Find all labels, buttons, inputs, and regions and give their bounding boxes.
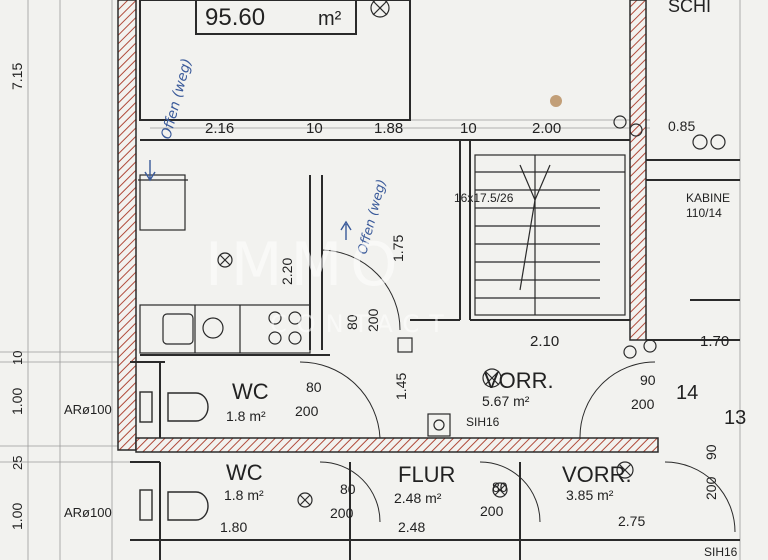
door14-height: 200 [631,396,655,412]
vorr1-name: VORR. [484,368,554,393]
vorr2-name: VORR. [562,462,632,487]
kabine-size: 110/14 [686,206,722,220]
svg-text:25: 25 [10,456,25,470]
svg-text:2.00: 2.00 [532,120,561,137]
flur-area: 2.48 m² [394,490,442,506]
wc2-door-height: 200 [330,505,354,521]
left-dimensions: 7.15 10 1.00 25 1.00 [9,63,25,530]
staircase [474,154,626,316]
flur-name: FLUR [398,462,455,487]
shaft-symbols [397,115,726,437]
interior-wall-horizontal [135,437,659,453]
kitchen-counter [138,174,311,354]
flur-width: 2.48 [398,519,425,535]
wc1-name: WC [232,379,269,404]
door-swings [299,249,736,533]
room-number-13: 13 [724,407,746,429]
area-box [195,0,357,35]
sih-bottom: SIH16 [704,545,738,559]
vorr2-width: 2.75 [618,513,645,529]
top-right-label: SCHI [668,0,711,16]
svg-text:1.00: 1.00 [9,503,25,530]
total-area: 95.60 [205,4,265,31]
wc2-width: 1.80 [220,519,247,535]
room13-door-width: 90 [703,444,719,460]
room-number-14: 14 [676,382,698,404]
wc2-door-width: 80 [340,481,356,497]
wc1-door-width: 80 [306,379,322,395]
vorr1-area: 5.67 m² [482,393,530,409]
handwritten-arrow [144,160,156,182]
wc1-door-height: 200 [295,403,319,419]
flur-door-height: 200 [480,503,504,519]
paper-stain [550,95,562,107]
svg-text:0.85: 0.85 [668,118,695,134]
total-area-unit: m² [318,8,342,30]
svg-text:10: 10 [10,351,25,365]
svg-text:7.15: 7.15 [9,63,25,90]
door-height-200: 200 [365,308,381,332]
watermark-immo: IMMO [205,230,405,300]
svg-text:1.00: 1.00 [9,388,25,415]
door14-width: 90 [640,372,656,388]
kitchen-height: 2.20 [279,258,295,285]
vorr1-sih: SIH16 [466,415,500,429]
dim-170: 1.70 [700,333,729,350]
svg-text:2.16: 2.16 [205,120,234,137]
vorr2-area: 3.85 m² [566,487,614,503]
ceiling-light-icons [217,0,634,508]
wc2-pipe: ARø100 [64,505,112,520]
svg-text:10: 10 [306,120,323,137]
wc1-pipe: ARø100 [64,402,112,417]
svg-text:10: 10 [460,120,477,137]
wc2-name: WC [226,460,263,485]
exterior-wall-left [117,0,137,451]
top-dimensions: 2.16 10 1.88 10 2.00 0.85 [205,118,695,137]
dim-175: 1.75 [390,235,406,262]
dim-145: 1.45 [393,373,409,400]
wc2-area: 1.8 m² [224,487,264,503]
toilet-icons [139,391,209,521]
room13-door-height: 200 [703,476,719,500]
dim-210: 2.10 [530,333,559,350]
watermark-contact: CONTACT [270,310,454,338]
svg-text:1.88: 1.88 [374,120,403,137]
kabine-label: KABINE [686,191,730,205]
stair-spec: 16x17.5/26 [454,191,514,205]
wc1-area: 1.8 m² [226,408,266,424]
exterior-wall-right [629,0,647,341]
handwritten-arrow-2 [340,220,352,240]
door-width-80: 80 [344,314,360,330]
flur-door-width: 80 [492,479,508,495]
